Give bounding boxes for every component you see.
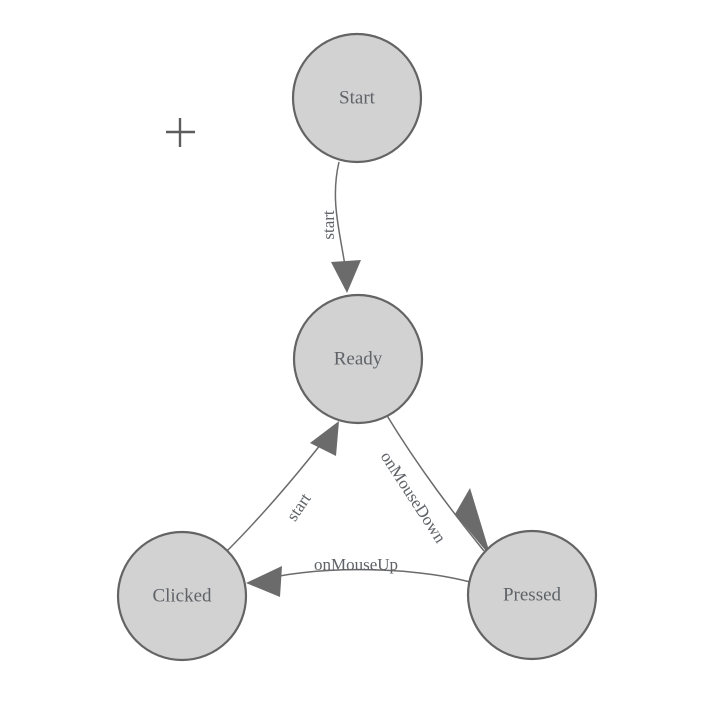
edge-clicked-to-ready-arrowhead	[310, 421, 339, 456]
edge-ready-to-pressed[interactable]: onMouseDown	[377, 413, 491, 557]
node-pressed-circle[interactable]	[466, 529, 598, 661]
edge-start-to-ready-arrowhead	[331, 260, 361, 293]
edge-pressed-to-clicked-arrowhead	[246, 566, 282, 597]
edge-label-ready-to-pressed: onMouseDown	[377, 448, 450, 547]
node-clicked-circle[interactable]	[116, 530, 248, 662]
edge-clicked-to-ready[interactable]: start	[225, 421, 339, 553]
node-start[interactable]: Start	[291, 32, 423, 164]
edge-ready-to-pressed-path[interactable]	[385, 413, 485, 552]
edge-pressed-to-clicked[interactable]: onMouseUp	[246, 555, 471, 597]
node-ready[interactable]: Ready	[292, 293, 424, 425]
edge-label-clicked-to-ready: start	[283, 489, 315, 524]
edge-ready-to-pressed-arrowhead	[455, 488, 491, 557]
edge-clicked-to-ready-path[interactable]	[225, 429, 333, 553]
crosshair-icon	[166, 118, 195, 147]
node-ready-circle[interactable]	[292, 293, 424, 425]
edge-start-to-ready-path[interactable]	[334, 161, 346, 267]
node-clicked[interactable]: Clicked	[116, 530, 248, 662]
node-start-circle[interactable]	[291, 32, 423, 164]
edge-label-pressed-to-clicked: onMouseUp	[314, 555, 398, 574]
edge-label-start-to-ready: start	[319, 210, 338, 240]
edge-start-to-ready[interactable]: start	[319, 161, 361, 293]
node-pressed[interactable]: Pressed	[466, 529, 598, 661]
